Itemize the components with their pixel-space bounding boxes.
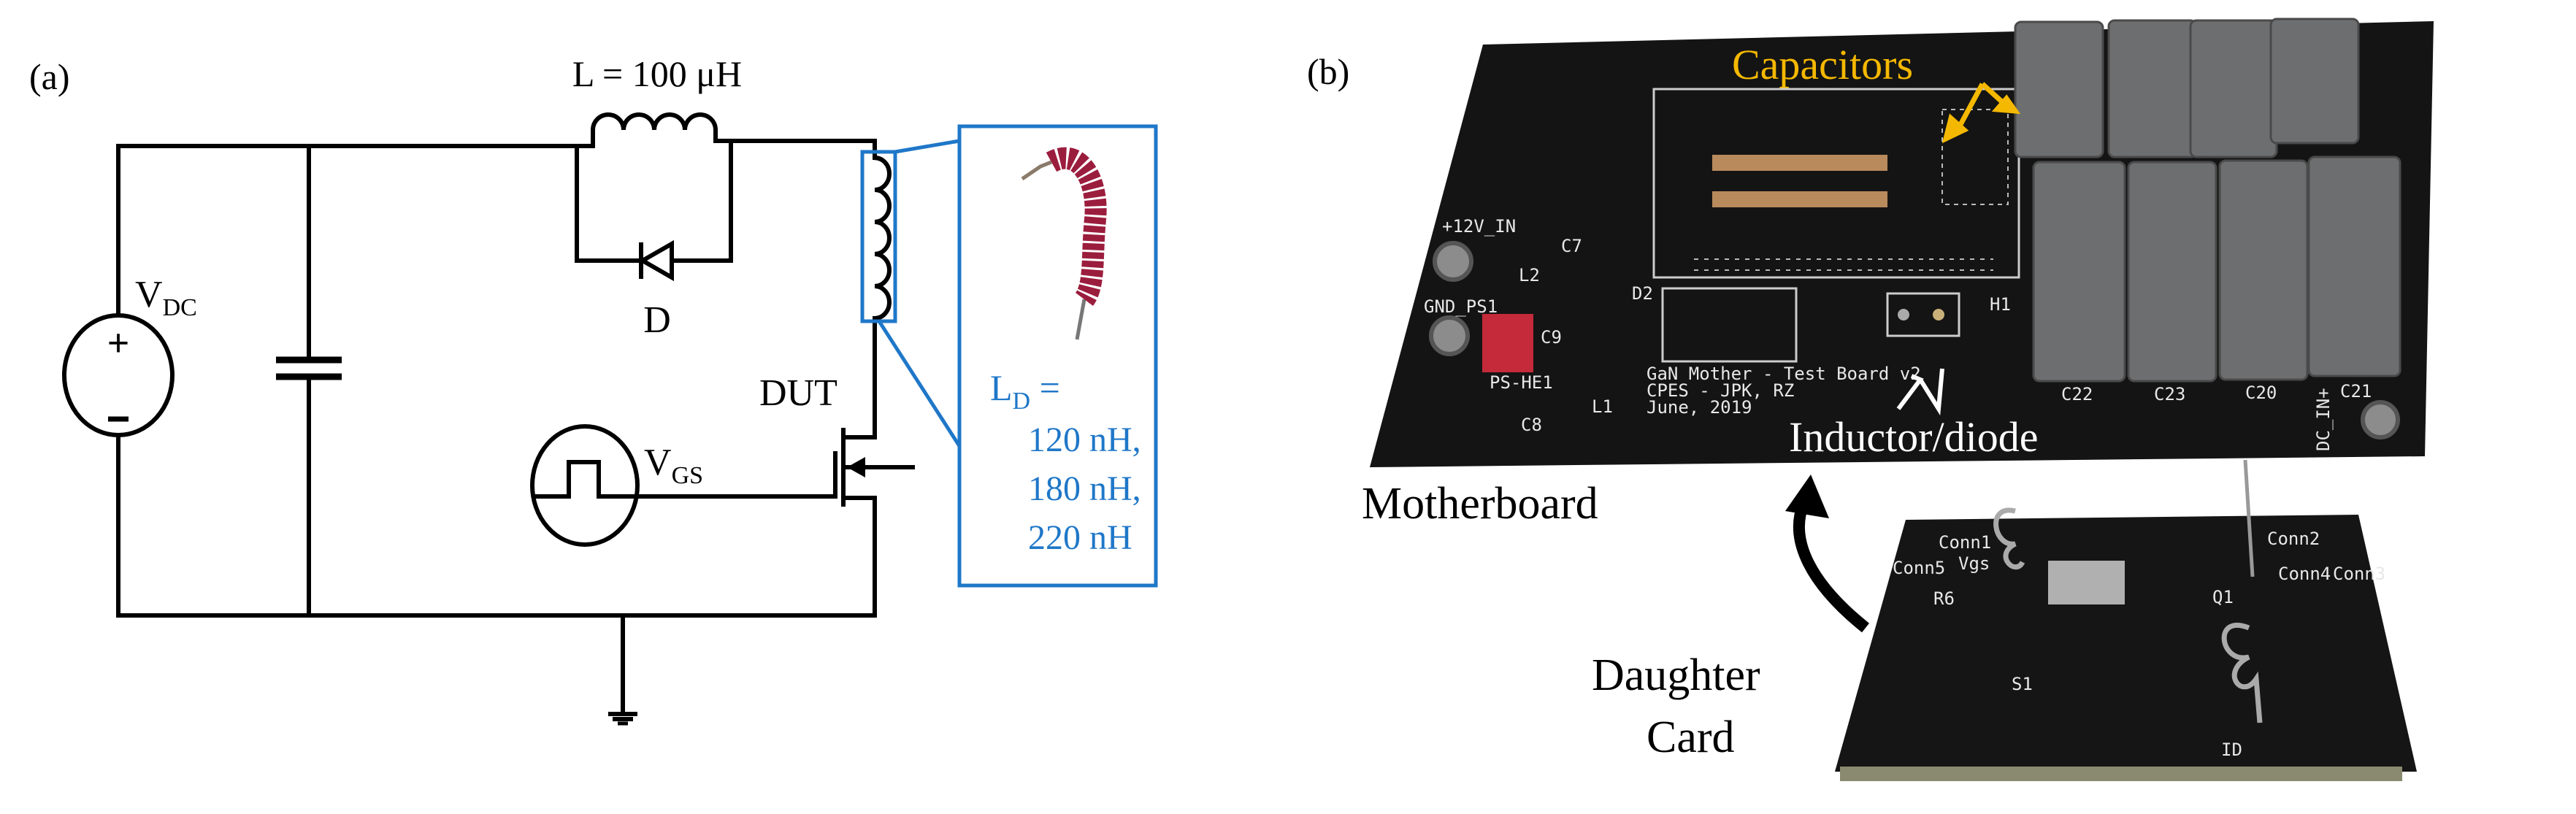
silk-conn4: Conn4 — [2278, 564, 2331, 584]
curved-arrow-icon — [1785, 475, 1869, 633]
silk-pshe: PS-HE1 — [1490, 372, 1553, 393]
ld-label: LD = — [990, 367, 1060, 415]
silk-r6: R6 — [1933, 588, 1955, 609]
silk-conn3: Conn3 — [2333, 564, 2385, 584]
panel-b-label: (b) — [1307, 51, 1349, 92]
silk-h1: H1 — [1990, 294, 2011, 315]
plus-sign: + — [107, 321, 130, 365]
inset-leader-top — [894, 139, 960, 154]
silk-c23: C23 — [2154, 384, 2185, 404]
top-left-wire — [116, 144, 595, 318]
silk-l2: L2 — [1519, 265, 1540, 285]
silk-dc-in: DC_IN+ — [2313, 388, 2334, 451]
via-holes — [1694, 109, 2009, 271]
current-sense-coil-icon — [2221, 623, 2263, 723]
silk-c20: C20 — [2245, 383, 2277, 403]
bottom-left-wire — [116, 434, 625, 618]
silk-12v: +12V_IN — [1442, 216, 1516, 237]
pad — [1898, 309, 1909, 320]
cap-array-outline — [1652, 88, 2020, 279]
main-inductor-icon — [591, 112, 877, 147]
silk-vgs: Vgs — [1958, 553, 1990, 574]
source-wire — [621, 496, 877, 618]
mosfet-arrow-icon — [847, 457, 865, 477]
panel-b-photo: (b) +12V_IN G — [1307, 18, 2434, 781]
pulse-source-icon — [530, 424, 640, 547]
silk-conn2: Conn2 — [2267, 529, 2320, 549]
ld-value-2: 180 nH, — [1028, 469, 1141, 508]
silk-id: ID — [2221, 740, 2242, 760]
daughter-card-edge — [1840, 767, 2402, 781]
daughter-card-label-line2: Card — [1647, 713, 1735, 762]
capacitors-label: Capacitors — [1732, 41, 1913, 88]
silk-q1: Q1 — [2212, 587, 2234, 607]
motherboard-label: Motherboard — [1362, 479, 1598, 529]
diode-icon — [637, 239, 674, 282]
parasitic-highlight-box — [860, 150, 897, 323]
daughter-coil-icon — [1993, 507, 2025, 570]
inductor-label: L = 100 μH — [572, 53, 742, 94]
diode-loop-wire — [575, 141, 733, 263]
silk-board-line1: GaN Mother - Test Board v2 — [1647, 364, 1921, 384]
vdc-label: VDC — [135, 274, 197, 321]
silk-c9: C9 — [1541, 327, 1562, 348]
silk-conn1: Conn1 — [1939, 532, 1991, 553]
daughter-card-label-line1: Daughter — [1592, 650, 1760, 700]
inductor-diode-arrow-icon — [1896, 368, 1944, 416]
silk-c8: C8 — [1521, 415, 1542, 435]
dut-label: DUT — [759, 372, 837, 414]
inset-box — [957, 124, 1158, 588]
ld-value-3: 220 nH — [1028, 518, 1132, 557]
silk-gnd: GND_PS1 — [1424, 296, 1498, 317]
inset-leader-bottom — [877, 320, 962, 448]
pad — [1933, 309, 1944, 320]
silk-d2: D2 — [1632, 283, 1653, 304]
panel-a-label: (a) — [29, 56, 70, 97]
capacitors-arrow-icon — [1941, 82, 2021, 144]
silk-c21: C21 — [2340, 381, 2372, 402]
ld-value-1: 120 nH, — [1028, 421, 1141, 459]
diode-footprint — [1886, 292, 1960, 337]
silk-conn5: Conn5 — [1893, 558, 1945, 578]
diode-label: D — [643, 299, 671, 341]
silk-board-line2: CPES - JPK, RZ — [1647, 380, 1794, 401]
ceramic-capacitor-array — [1712, 155, 1887, 207]
silk-s1: S1 — [2012, 674, 2033, 694]
gan-device — [2048, 561, 2125, 604]
pulse-waveform-icon — [532, 460, 639, 499]
parasitic-inductor-icon — [843, 155, 892, 439]
ground-icon — [608, 712, 637, 726]
panel-a-circuit: (a) + VDC L = 100 μH D DUT VGS — [29, 53, 1158, 726]
jumper-wire — [2243, 459, 2255, 577]
film-capacitors — [2014, 18, 2401, 383]
daughter-card-pcb — [1835, 515, 2417, 772]
terminal-12v — [1433, 241, 1473, 282]
inductor-diode-label: Inductor/diode — [1789, 413, 2038, 461]
dc-voltage-source-icon — [62, 313, 175, 437]
terminal-dc-in — [2361, 400, 2400, 439]
inductor-footprint — [1661, 287, 1798, 363]
coil-photo-icon — [1021, 147, 1107, 340]
silk-board-line3: June, 2019 — [1647, 397, 1752, 418]
power-module — [1482, 314, 1533, 372]
silk-l1: L1 — [1592, 396, 1613, 417]
terminal-gnd — [1429, 315, 1470, 356]
silk-c22: C22 — [2061, 384, 2093, 404]
vgs-label: VGS — [644, 442, 703, 489]
silk-c7: C7 — [1561, 236, 1582, 256]
